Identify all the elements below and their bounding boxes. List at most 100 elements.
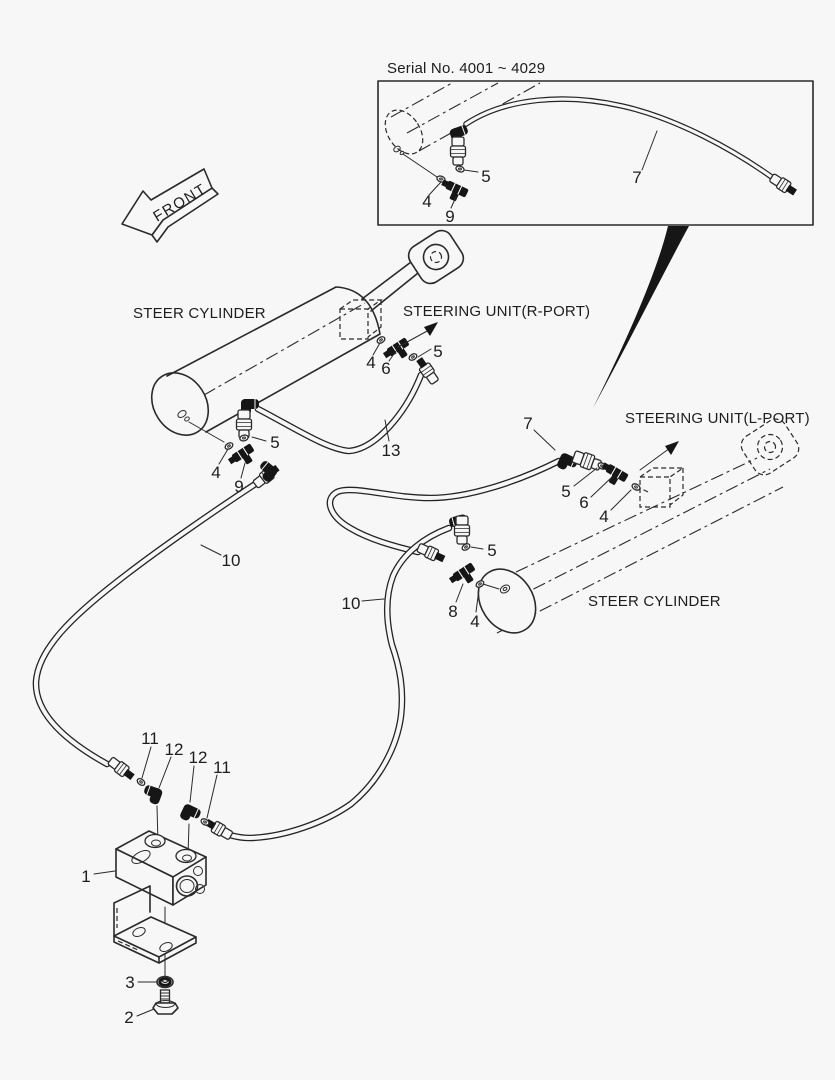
rightcyl-fitting-cluster [415,513,486,592]
callout-lport-5: 5 [561,482,570,501]
hose-7-swivel-nut [570,448,604,474]
right-steer-cylinder [477,418,800,634]
inset-hose-7-swivel-nut [449,136,467,166]
oring-11-left [135,776,147,788]
callout-valve-11-left: 11 [141,729,159,748]
callout-leader-lines [93,130,658,1017]
oring-4 [375,334,387,346]
hose-10-left-end-fitting [105,754,137,783]
inset-hose-7 [464,97,775,180]
callout-leftcyl-9: 9 [234,477,243,496]
lport-phantom-box [639,467,685,508]
lport-arrow-head [665,441,679,455]
valve-side-plug [175,875,199,897]
callout-hose-10-right: 10 [342,594,361,613]
front-arrow-top-face [121,168,213,236]
rport-phantom-box [339,299,383,340]
valve-port-hole-right [182,854,192,862]
inset-pointer-swoosh [593,226,689,408]
front-direction-arrow: FRONT [121,168,219,243]
callout-valve-12-left: 12 [165,740,184,759]
mounting-bracket [113,885,197,964]
label-steering-unit-l-port: STEERING UNIT(L-PORT) [625,410,810,427]
valve-side-port-small-2 [195,884,205,894]
bracket-hole-1 [132,927,146,937]
callout-lport-4: 4 [599,507,608,526]
bracket-base [113,916,197,958]
oring-11-right [199,816,211,828]
callout-inset-4: 4 [422,192,431,211]
hose-10-left [33,477,265,766]
hydraulic-hoses [32,371,563,842]
oring-5 [407,351,419,363]
callout-rightcyl-4: 4 [470,612,479,631]
right-cylinder-port-hole [502,586,508,592]
callout-hose-13: 13 [382,441,401,460]
callouts: 5 4 9 7 4 6 5 13 5 4 9 10 7 5 6 4 5 8 4 … [81,167,641,1027]
left-cylinder-port [177,409,187,419]
valve-recess [131,850,151,864]
callout-rightcyl-5: 5 [487,541,496,560]
direction-arrows [397,322,679,471]
hose-7-end-fitting [415,541,448,566]
label-right-steer-cylinder: STEER CYLINDER [588,593,721,610]
hose-10-right-casing [212,524,453,842]
tee-fitting-8 [447,561,481,592]
callout-leftcyl-4: 4 [211,463,220,482]
bracket-hidden-edges [116,908,139,951]
valve-side-port-small-1 [193,866,203,876]
oring-4 [223,440,235,452]
left-cylinder-endcap [150,372,210,436]
rport-arrow-shaft [397,329,430,348]
right-cylinder-endcap [477,568,537,634]
steering-valve-assembly [113,805,207,1015]
callout-valve-12-right: 12 [189,748,208,767]
hose-10-swivel-nut [453,515,471,545]
washer [156,975,174,989]
right-cylinder-port [499,584,511,594]
callout-rport-5: 5 [433,342,442,361]
inset-serial-note: Serial No. 4001 ~ 4029 [387,60,545,77]
hose-13-casing [254,371,425,455]
lport-arrow-shaft [639,447,671,471]
bracket-hole-2 [159,942,173,952]
left-cylinder-eye [407,229,465,285]
hose-10-right [214,526,451,841]
callout-inset-5: 5 [481,167,490,186]
left-cylinder-centerline [182,302,366,408]
callout-lport-6: 6 [579,493,588,512]
right-cylinder-phantom-lines [496,457,784,634]
callout-leftcyl-5: 5 [270,433,279,452]
left-cylinder-rod [361,258,424,312]
label-left-steer-cylinder: STEER CYLINDER [133,305,266,322]
callout-inset-7: 7 [632,168,641,187]
elbow-12-right [178,802,203,826]
left-steer-cylinder [150,229,465,436]
valve-block [115,830,207,906]
bracket-wall [113,885,151,937]
valve-block-right-face [172,856,207,906]
valve-port-hole-left [151,839,161,847]
inset-detail: Serial No. 4001 ~ 4029 [377,60,814,226]
bolt [152,989,179,1015]
bracket-thickness [113,935,197,964]
elbow-12-left [140,783,164,806]
callout-bolt-2: 2 [124,1008,133,1027]
callout-washer-3: 3 [125,973,134,992]
hose-7 [327,459,561,554]
callout-hose-10-left: 10 [222,551,241,570]
callout-rport-4: 4 [366,353,375,372]
right-cylinder-eye [740,418,800,476]
callout-rightcyl-8: 8 [448,602,457,621]
valve-side-plug-hex [179,879,195,893]
hose-13 [256,373,423,454]
callout-rport-6: 6 [381,359,390,378]
callout-valve-11-right: 11 [213,758,231,777]
label-steering-unit-r-port: STEERING UNIT(R-PORT) [403,303,590,320]
left-cylinder-port-hole [184,416,190,422]
callout-lport-7: 7 [523,414,532,433]
hose-13-swivel-nut [235,409,253,439]
callout-valve-1: 1 [81,867,90,886]
